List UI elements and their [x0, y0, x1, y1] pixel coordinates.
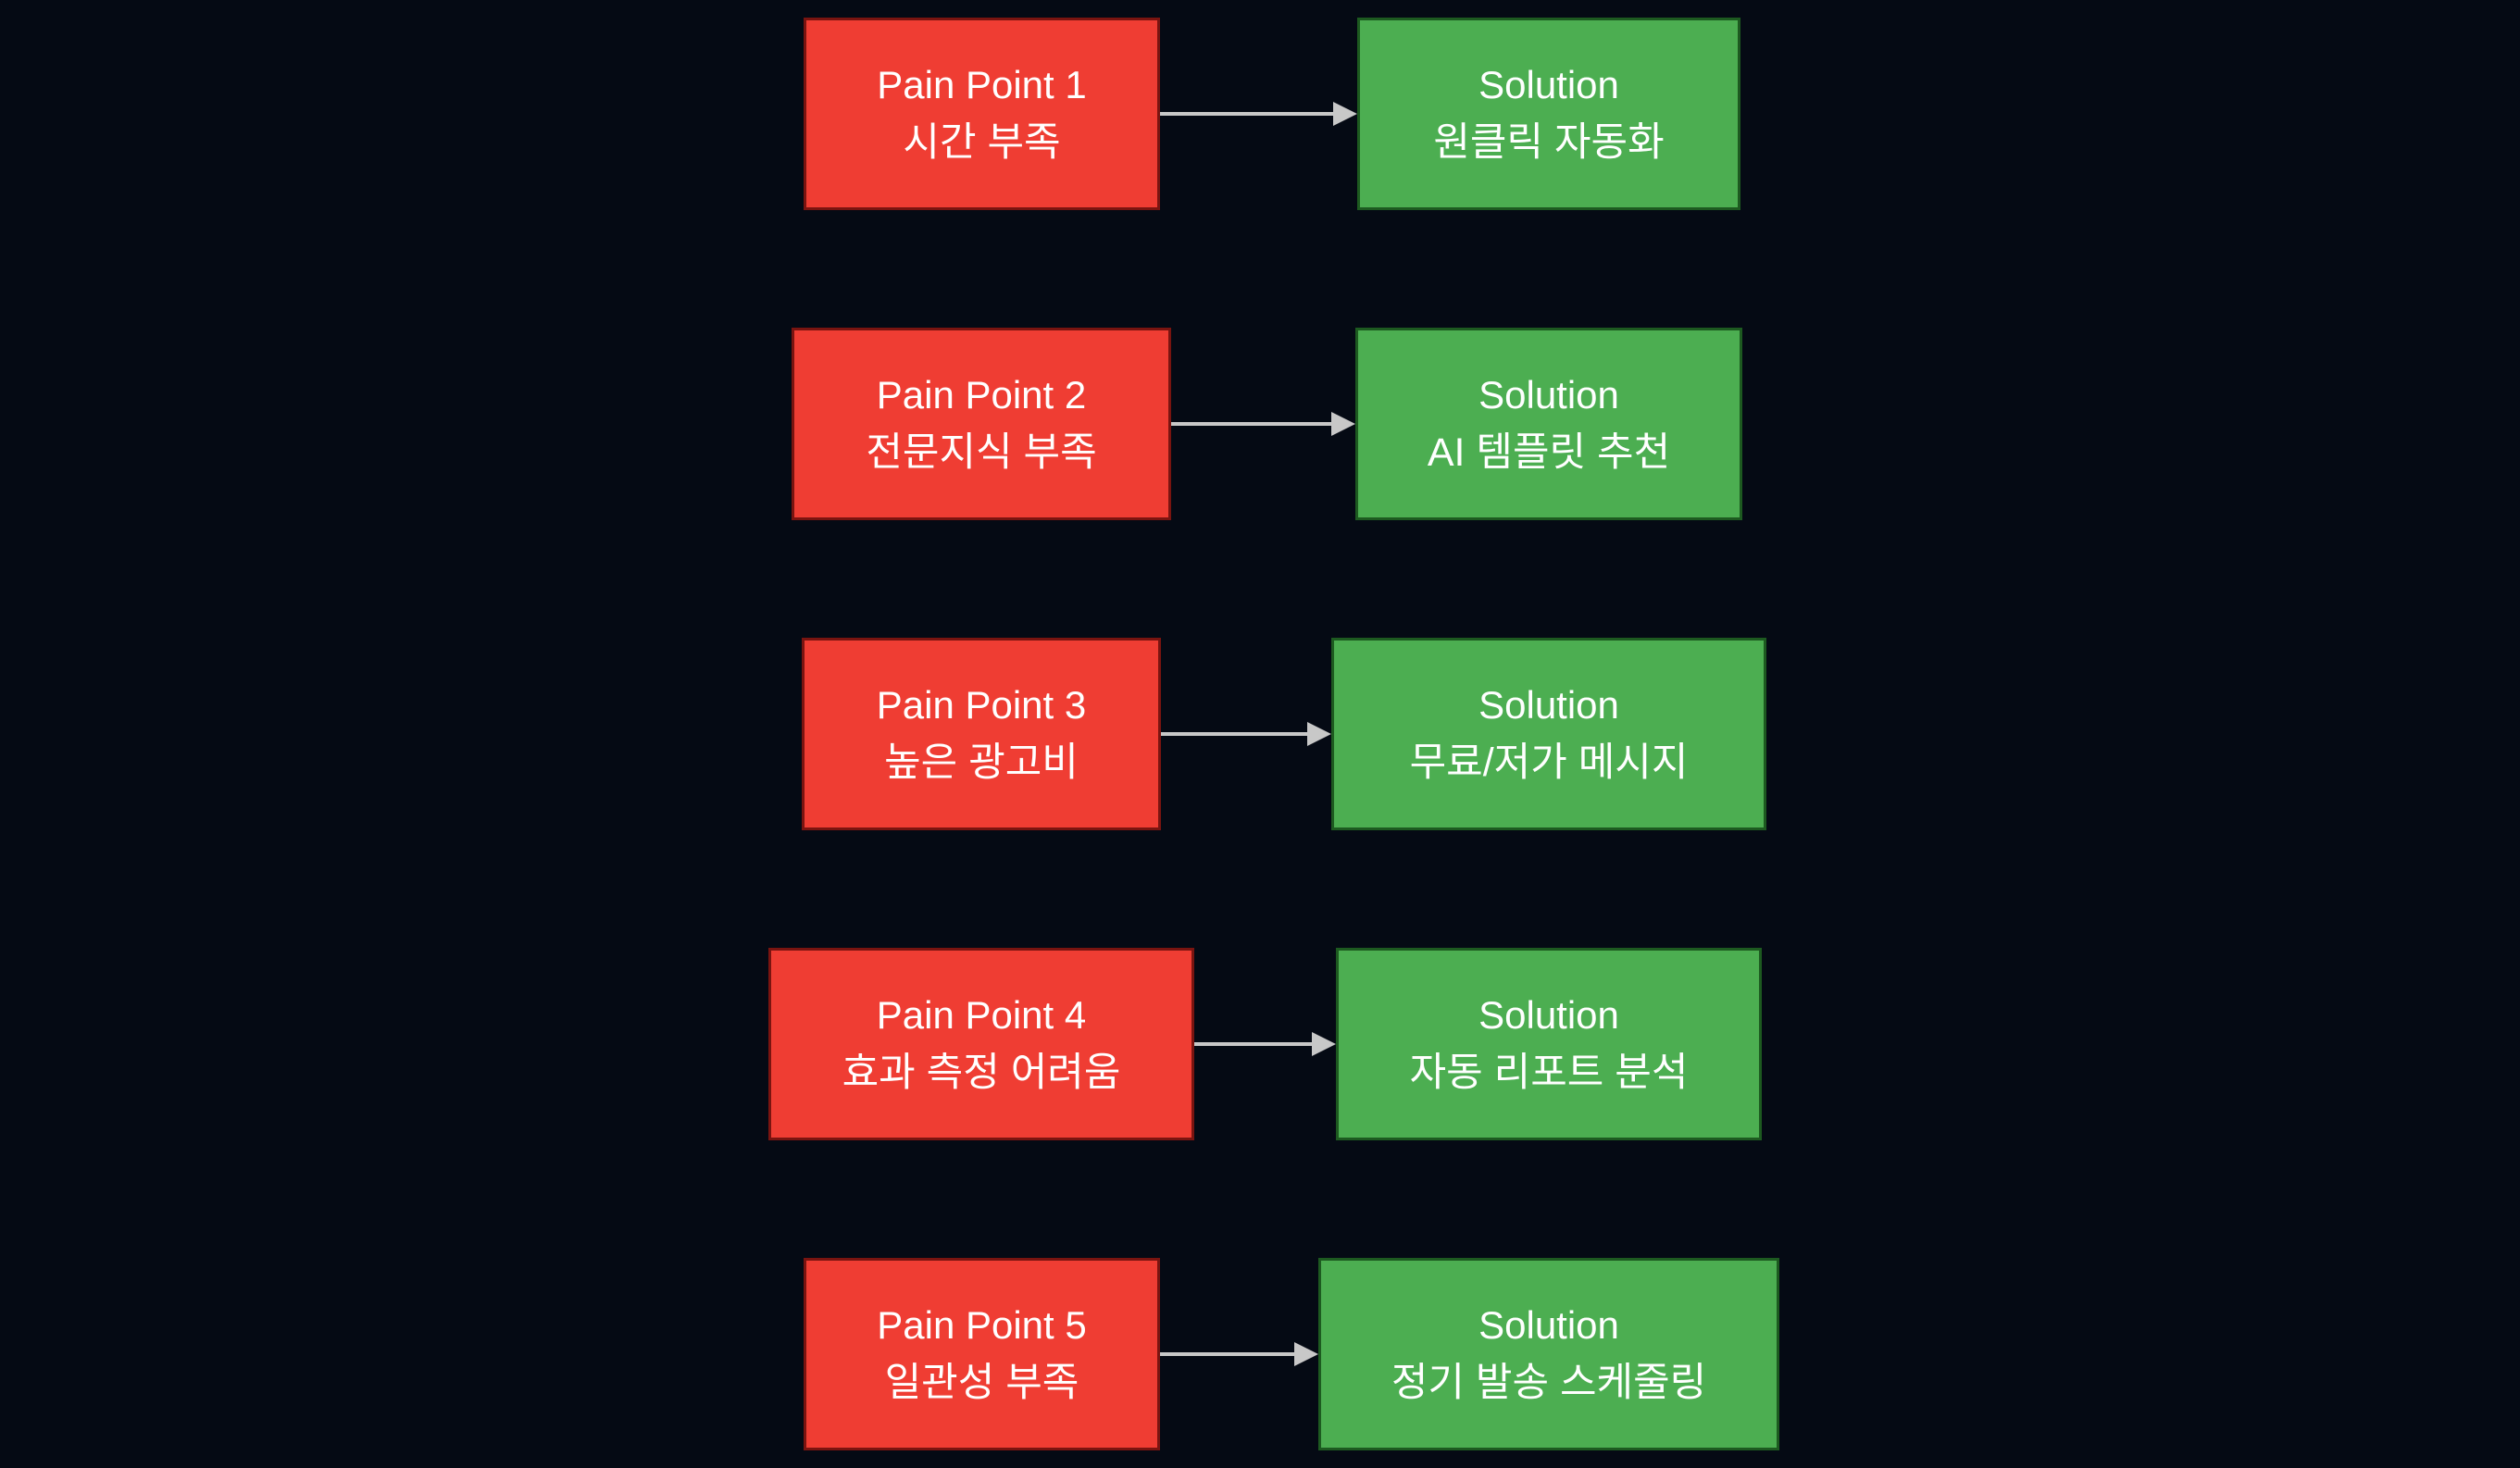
pain-point-title: Pain Point 2 [876, 373, 1087, 417]
solution-desc: 원클릭 자동화 [1433, 120, 1665, 165]
pain-point-box-2: Pain Point 2 전문지식 부족 [792, 328, 1171, 520]
solution-box-4: Solution 자동 리포트 분석 [1336, 948, 1762, 1140]
pain-point-title: Pain Point 4 [876, 993, 1087, 1037]
pain-point-desc: 일관성 부족 [884, 1361, 1079, 1405]
pain-point-box-5: Pain Point 5 일관성 부족 [804, 1258, 1160, 1450]
arrow-head-icon [1307, 722, 1331, 746]
pain-point-desc: 시간 부족 [903, 120, 1061, 165]
pain-point-title: Pain Point 3 [876, 683, 1087, 727]
solution-box-3: Solution 무료/저가 메시지 [1331, 638, 1766, 830]
arrow-head-icon [1312, 1032, 1336, 1056]
arrow-shaft [1160, 1352, 1296, 1356]
pain-point-desc: 전문지식 부족 [866, 430, 1097, 475]
solution-box-1: Solution 원클릭 자동화 [1357, 18, 1740, 210]
arrow-pain4-to-solution4 [1194, 1032, 1336, 1056]
solution-title: Solution [1478, 683, 1619, 727]
arrow-pain1-to-solution1 [1160, 102, 1357, 126]
arrow-head-icon [1294, 1342, 1318, 1366]
arrow-pain2-to-solution2 [1171, 412, 1355, 436]
arrow-head-icon [1333, 102, 1357, 126]
solution-desc: 정기 발송 스케줄링 [1391, 1361, 1707, 1405]
arrow-shaft [1160, 112, 1335, 116]
arrow-pain3-to-solution3 [1161, 722, 1331, 746]
arrow-shaft [1161, 732, 1309, 736]
solution-desc: 무료/저가 메시지 [1409, 740, 1689, 785]
solution-title: Solution [1478, 1303, 1619, 1347]
solution-title: Solution [1478, 63, 1619, 106]
pain-point-desc: 높은 광고비 [884, 740, 1079, 785]
pain-point-box-4: Pain Point 4 효과 측정 어려움 [768, 948, 1194, 1140]
arrow-shaft [1171, 422, 1333, 426]
solution-title: Solution [1478, 373, 1619, 417]
arrow-pain5-to-solution5 [1160, 1342, 1318, 1366]
solution-desc: AI 템플릿 추천 [1427, 430, 1671, 475]
solution-desc: 자동 리포트 분석 [1409, 1051, 1689, 1095]
pain-point-box-3: Pain Point 3 높은 광고비 [802, 638, 1161, 830]
pain-point-box-1: Pain Point 1 시간 부족 [804, 18, 1160, 210]
solution-box-2: Solution AI 템플릿 추천 [1355, 328, 1742, 520]
pain-point-desc: 효과 측정 어려움 [842, 1051, 1121, 1095]
pain-point-title: Pain Point 1 [877, 63, 1087, 106]
arrow-head-icon [1331, 412, 1355, 436]
solution-box-5: Solution 정기 발송 스케줄링 [1318, 1258, 1779, 1450]
solution-title: Solution [1478, 993, 1619, 1037]
arrow-shaft [1194, 1042, 1314, 1046]
pain-point-title: Pain Point 5 [877, 1303, 1087, 1347]
